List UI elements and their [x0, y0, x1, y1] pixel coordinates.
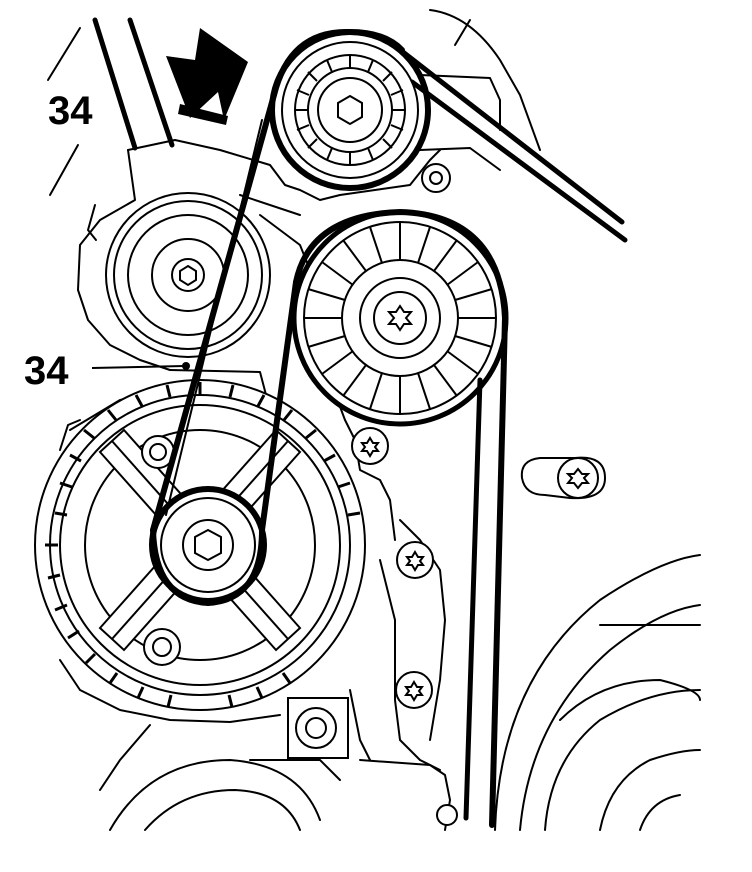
torx-bolt-icon [520, 456, 607, 500]
leader-dot [182, 362, 190, 370]
large-idler-spokes [304, 222, 496, 414]
lower-drive-bolt-icon [194, 528, 222, 562]
leader-line [91, 365, 185, 369]
crankshaft-reluctor-teeth [45, 382, 361, 708]
large-idler-torx-icon [386, 304, 414, 332]
torx-bolt-icon [351, 427, 389, 465]
upper-right-belt-strands [387, 39, 628, 243]
callout-34-belt: 34 [24, 349, 190, 393]
hex-bolt-icon [287, 697, 349, 759]
engine-block-outlines [47, 9, 701, 831]
tensioner-bolt-icon [179, 264, 197, 287]
tensioner-pulley [105, 192, 271, 358]
top-idler-teeth [295, 55, 405, 165]
drive-belt [150, 28, 508, 828]
rotation-direction-arrow-icon [166, 28, 248, 125]
top-idler-bolt-icon [337, 94, 363, 126]
callout-label: 34 [24, 349, 69, 393]
callout-label: 34 [48, 89, 93, 133]
torx-bolt-icon [396, 541, 434, 579]
callout-34-top: 34 [48, 89, 93, 133]
upper-left-belt-strands [92, 17, 175, 151]
torx-bolt-icon [395, 671, 433, 709]
large-idler-pulley [291, 209, 509, 427]
bracket-fasteners [287, 163, 607, 826]
